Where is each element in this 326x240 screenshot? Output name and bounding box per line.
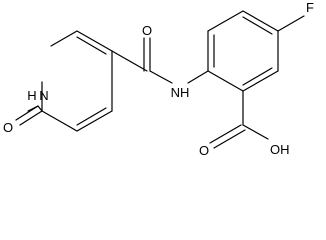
pyridone-ring [27,30,113,132]
bond [76,110,113,132]
carboxylic-acid-group [209,90,269,149]
benzoic-acid-ring [207,10,279,92]
bond [187,70,209,84]
bond [242,16,273,35]
c-f-bond [277,15,305,32]
bond [111,50,148,72]
bond [207,70,244,92]
bond [242,10,279,32]
chemical-structure-diagram: F O OH NH O N H O [3,0,314,156]
acid-hydroxyl-label: OH [270,142,290,156]
bond [149,70,173,84]
pyridone-oxygen-label: O [3,120,13,135]
bond [15,105,39,121]
bond [242,67,273,86]
acid-oxygen-label: O [199,143,209,156]
amide-oxygen-label: O [142,23,152,38]
bond [37,105,43,112]
amide-nh-label: NH [171,85,190,100]
fluorine-label: F [306,0,314,15]
bond [242,124,269,140]
bond [213,129,246,149]
ring-nh-label: H [27,88,36,103]
bond [76,30,113,52]
bond [41,110,78,132]
bond [242,70,279,92]
bond [209,124,242,144]
bond [19,110,43,126]
amide-linker [111,37,209,84]
bond [76,36,107,55]
ring-n-label: N [39,88,48,103]
bond [50,30,78,47]
bond [76,107,107,126]
bond [207,10,244,32]
